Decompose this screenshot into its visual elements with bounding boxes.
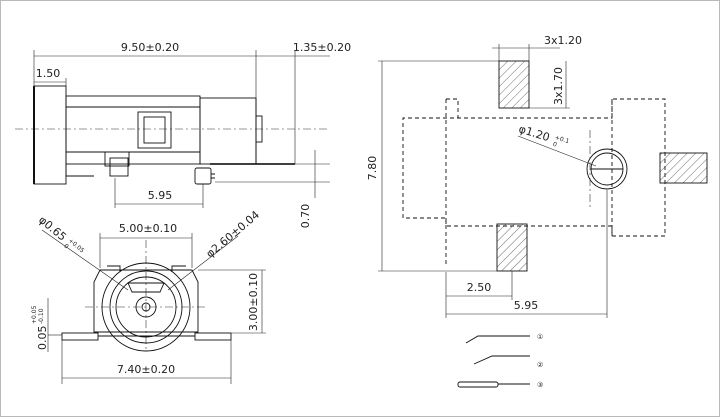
center-offset-label-group: 0.05 +0.05 -0.10: [31, 305, 49, 350]
pcb-hole-tol-upper: +0.1: [554, 134, 570, 145]
front-collar: [33, 85, 67, 185]
pin-1-symbol: [465, 335, 530, 344]
rear-body: [199, 97, 257, 165]
pad-top: [498, 60, 530, 109]
foot-left: [61, 332, 99, 341]
pad-size-h-label: 3x1.70: [552, 67, 565, 105]
center-offset-tol-upper: +0.05: [31, 305, 38, 324]
center-width-label: 5.00±0.10: [119, 222, 177, 235]
center-height-label: 3.00±0.10: [247, 273, 260, 331]
hole-dia-label-group: φ0.65 +0.05 0: [36, 213, 86, 254]
contact-spring: [127, 282, 165, 293]
inner-dia-leader: [167, 235, 239, 291]
pad-span-label: 5.95: [514, 299, 539, 312]
center-offset-tol-lower: -0.10: [38, 308, 45, 324]
pcb-hole-label-group: φ1.20 +0.1 0: [517, 122, 570, 149]
hole-leader: [41, 229, 129, 291]
inner-ring: [109, 270, 183, 344]
front-length-label: 1.50: [36, 67, 61, 80]
pin-2-symbol: [473, 355, 530, 365]
pin-offset-label: 5.95: [148, 189, 173, 202]
pcb-layout: [378, 44, 708, 318]
pcb-hole-tol-lower: 0: [552, 141, 558, 149]
side-pin-a: [104, 151, 130, 167]
side-body: [65, 95, 201, 165]
outer-ring: [101, 262, 191, 352]
pcb-hole-label: φ1.20: [517, 122, 551, 144]
side-view: [15, 50, 330, 208]
side-pin-b: [194, 167, 212, 185]
total-height-label: 7.80: [366, 156, 379, 181]
socket-ring: [115, 276, 177, 338]
overall-length-label: 9.50±0.20: [121, 41, 179, 54]
foot-right: [194, 332, 232, 341]
foot-width-label: 7.40±0.20: [117, 363, 175, 376]
pin-3-symbol: [457, 381, 499, 388]
pad-offset-label: 2.50: [467, 281, 492, 294]
pin-3-label: ③: [537, 381, 543, 389]
center-pin: [141, 302, 151, 312]
pad-size-w-label: 3x1.20: [544, 34, 582, 47]
pcb-outline: [402, 98, 666, 237]
center-offset-label: 0.05: [36, 326, 49, 351]
front-housing: [93, 269, 199, 333]
pcb-hole-outer: [586, 148, 628, 190]
pad-bottom: [496, 223, 528, 272]
hole-leader-pcb: [517, 135, 597, 167]
pin-1-label: ①: [537, 333, 543, 341]
pin-legend: [457, 335, 530, 388]
inner-dia-label: φ2.60±0.04: [204, 208, 263, 260]
hole-dia-tol-lower: 0: [62, 243, 70, 251]
hole-dia-tol-upper: +0.05: [67, 237, 86, 254]
pad-right: [659, 152, 708, 184]
tail-length-label: 1.35±0.20: [293, 41, 351, 54]
hole-dia-label: φ0.65: [36, 213, 69, 243]
pin-2-label: ②: [537, 361, 543, 369]
bottom-height-label: 0.70: [299, 204, 312, 229]
pin-ring: [135, 296, 157, 318]
side-window: [137, 111, 172, 149]
front-view: [41, 229, 266, 384]
